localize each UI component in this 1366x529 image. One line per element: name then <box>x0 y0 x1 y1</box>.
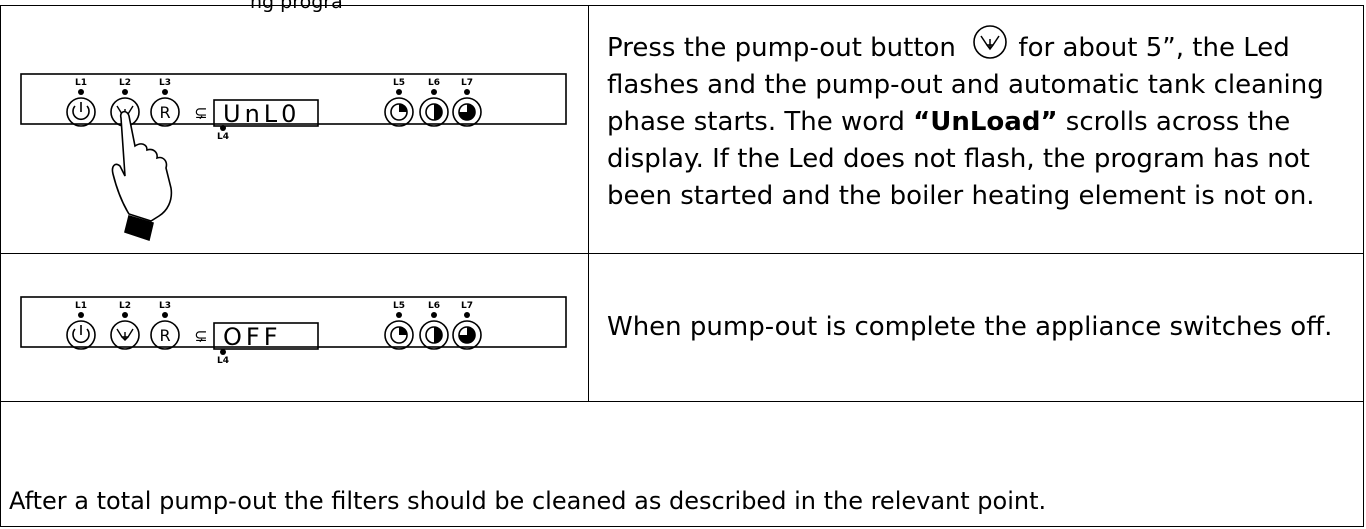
led-label-l2: L2 <box>119 78 131 88</box>
led-label-l6: L6 <box>428 78 440 88</box>
display-readout: UnL0 <box>223 100 300 128</box>
control-panel-2: L1 L2 L3 L5 L6 L7 L4 R ⊊ OFF <box>20 296 567 366</box>
led-label-l7: L7 <box>461 78 473 88</box>
row-divider <box>1 401 1363 402</box>
pump-out-icon <box>110 320 140 350</box>
row2-description: When pump-out is complete the appliance … <box>607 312 1333 342</box>
hand-pointer-icon <box>111 110 173 242</box>
row-divider <box>1 253 1363 254</box>
timer-half-icon <box>419 320 449 350</box>
svg-text:L1: L1 <box>75 301 87 311</box>
led-label-l5: L5 <box>393 78 405 88</box>
timer-short-icon <box>384 320 414 350</box>
svg-text:L7: L7 <box>461 301 473 311</box>
instruction-table: L1 L2 L3 L5 L6 L7 L4 R ⊊ <box>0 5 1364 527</box>
header-fragment: ng progra <box>250 0 343 13</box>
svg-text:L6: L6 <box>428 301 440 311</box>
power-icon <box>66 97 96 127</box>
svg-text:L4: L4 <box>217 356 229 366</box>
svg-text:R: R <box>159 326 170 345</box>
pump-out-icon <box>973 25 1007 59</box>
svg-text:L5: L5 <box>393 301 405 311</box>
timer-half-icon <box>419 97 449 127</box>
control-panel-1: L1 L2 L3 L5 L6 L7 L4 R ⊊ <box>20 73 567 242</box>
timer-long-icon <box>452 320 482 350</box>
led-label-l1: L1 <box>75 78 87 88</box>
svg-text:R: R <box>159 103 170 122</box>
cycle-icon: ⊊ <box>194 326 207 345</box>
timer-long-icon <box>452 97 482 127</box>
power-icon <box>66 320 96 350</box>
led-label-l3: L3 <box>159 78 171 88</box>
row1-description: Press the pump-out button for about 5”, … <box>607 24 1347 215</box>
svg-text:L3: L3 <box>159 301 171 311</box>
column-divider <box>588 6 589 402</box>
timer-short-icon <box>384 97 414 127</box>
cycle-icon: ⊊ <box>194 103 207 122</box>
svg-text:L2: L2 <box>119 301 131 311</box>
reset-icon: R <box>150 320 180 350</box>
footer-note: After a total pump-out the filters shoul… <box>9 487 1047 515</box>
led-label-l4: L4 <box>217 132 229 142</box>
display-readout: OFF <box>223 323 282 351</box>
reset-icon: R <box>150 97 180 127</box>
